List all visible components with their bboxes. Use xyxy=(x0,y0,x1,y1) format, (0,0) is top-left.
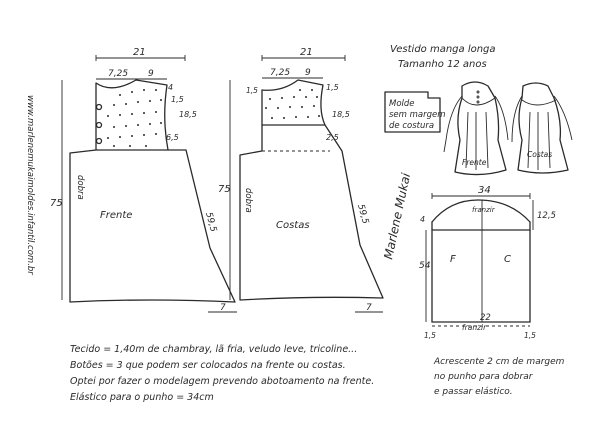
front-yoke-dots xyxy=(107,89,162,147)
back-shoulder-drop-label: 1,5 xyxy=(326,83,339,92)
title-block: Vestido manga longa Tamanho 12 anos xyxy=(390,44,496,70)
note-box-line-2: sem margem xyxy=(389,110,446,120)
material-notes: Tecido = 1,40m de chambray, lã fria, vel… xyxy=(70,344,374,403)
sleeve-cap-top-label: franzir xyxy=(472,206,496,214)
back-hem-label: 7 xyxy=(366,303,372,313)
sleeve-cuff-right-label: 1,5 xyxy=(524,331,536,340)
sleeve-hem-width-label: 22 xyxy=(480,313,491,323)
front-yoke-height-label: 18,5 xyxy=(179,110,197,119)
back-fold-label: dobra xyxy=(243,188,253,213)
sketch-back-label: Costas xyxy=(527,150,552,159)
front-lower-drop-label: 6,5 xyxy=(166,133,179,142)
front-fold-label: dobra xyxy=(75,175,85,200)
back-width-label: 21 xyxy=(300,47,313,58)
note-line-buttons: Botões = 3 que podem ser colocados na fr… xyxy=(70,360,346,371)
front-piece-label: Frente xyxy=(100,210,132,221)
sleeve-note-line-2: no punho para dobrar xyxy=(434,372,534,382)
front-height-label: 75 xyxy=(50,198,63,209)
back-height-label: 75 xyxy=(218,184,231,195)
back-yoke-dots xyxy=(265,89,320,119)
dress-sketch: Frente Costas xyxy=(443,81,573,176)
back-neck-label: 7,25 xyxy=(270,68,290,78)
sleeve-note-line-3: e passar elástico. xyxy=(434,387,513,397)
sketch-front-label: Frente xyxy=(462,158,487,167)
note-line-fabric: Tecido = 1,40m de chambray, lã fria, vel… xyxy=(70,344,357,355)
front-armhole-label: 4 xyxy=(168,83,173,92)
note-line-elastic: Elástico para o punho = 34cm xyxy=(70,392,214,403)
front-neck-label: 7,25 xyxy=(108,69,128,79)
back-pattern: 21 7,25 9 1,5 75 dobra 1,5 18,5 2,5 59,5… xyxy=(218,47,384,313)
sleeve-front-label: F xyxy=(450,254,456,265)
front-shoulder-drop-label: 1,5 xyxy=(171,95,184,104)
back-shoulder-label: 9 xyxy=(305,68,311,78)
sleeve-notes: Acrescente 2 cm de margem no punho para … xyxy=(433,357,565,397)
sleeve-back-label: C xyxy=(504,254,511,265)
front-hem-label: 7 xyxy=(220,303,226,313)
front-width-label: 21 xyxy=(133,47,146,58)
website-text: www.marlenemukaimoldes.infantil.com.br xyxy=(25,95,35,275)
sleeve-cuff-left-label: 1,5 xyxy=(424,331,436,340)
back-yoke-height-label: 18,5 xyxy=(332,110,350,119)
front-shoulder-label: 9 xyxy=(148,69,154,79)
note-line-modeling: Optei por fazer o modelagem prevendo abo… xyxy=(70,376,374,387)
sleeve-cap-height-label: 12,5 xyxy=(537,211,556,221)
title-line-1: Vestido manga longa xyxy=(390,44,496,55)
sleeve-length-label: 54 xyxy=(419,261,431,271)
sleeve-note-line-1: Acrescente 2 cm de margem xyxy=(433,357,565,367)
note-box-line-3: de costura xyxy=(389,121,434,131)
sleeve-cuff-gather-label: franzir xyxy=(462,323,487,332)
back-neck-drop-label: 1,5 xyxy=(246,86,258,95)
sleeve-width-label: 34 xyxy=(478,185,491,196)
sleeve-pattern: 34 franzir 12,5 4 F C 54 22 franzir 1,5 … xyxy=(419,185,556,340)
sleeve-cap-side-label: 4 xyxy=(420,215,425,224)
front-pattern: 21 7,25 9 75 dobra 4 1,5 18,5 xyxy=(50,47,237,313)
note-box: Molde sem margem de costura xyxy=(384,91,446,133)
front-buttons xyxy=(95,103,103,145)
back-lower-drop-label: 2,5 xyxy=(326,133,339,142)
title-line-2: Tamanho 12 anos xyxy=(398,59,487,70)
note-box-line-1: Molde xyxy=(389,99,415,109)
back-piece-label: Costas xyxy=(276,220,310,231)
